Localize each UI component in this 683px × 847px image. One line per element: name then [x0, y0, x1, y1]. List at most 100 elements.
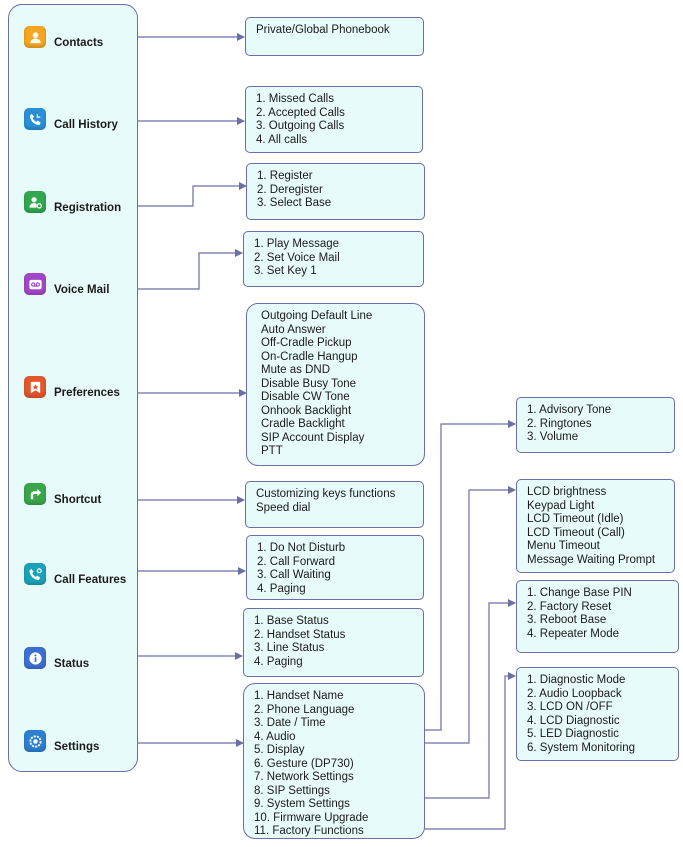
submenu-option: 1. Handset Name: [254, 690, 344, 702]
connector-audio: [425, 420, 516, 731]
submenu-option: 2. Audio Loopback: [527, 687, 622, 700]
menu-label: Call Features: [54, 574, 127, 586]
settings-icon: [24, 730, 46, 752]
submenu-option: On-Cradle Hangup: [261, 350, 358, 363]
submenu-option: 8. SIP Settings: [254, 784, 330, 797]
submenu-option: 2. Phone Language: [254, 703, 355, 716]
submenu-option: 4. Audio: [254, 730, 296, 743]
connector-registration: [138, 182, 247, 207]
submenu-option: 1. Diagnostic Mode: [527, 674, 626, 686]
submenu-option: 7. Network Settings: [254, 771, 354, 783]
menu-item-call-features[interactable]: Call Features: [24, 559, 126, 589]
submenu-option: Speed dial: [256, 501, 311, 514]
submenu-option: 9. System Settings: [254, 798, 350, 810]
submenu-option: 1. Play Message: [254, 238, 340, 250]
submenu-option: Auto Answer: [261, 323, 326, 336]
menu-item-shortcut[interactable]: Shortcut: [24, 479, 101, 509]
submenu-option: LCD Timeout (Idle): [527, 513, 624, 525]
submenu-option: 3. Set Key 1: [254, 265, 317, 277]
submenu-option: Customizing keys functions: [256, 488, 396, 500]
submenu-option: 6. System Monitoring: [527, 741, 636, 754]
contacts-submenu-box: Private/Global Phonebook: [245, 17, 424, 56]
menu-item-preferences[interactable]: Preferences: [24, 372, 120, 402]
submenu-option: 3. Line Status: [254, 642, 325, 654]
menu-label: Preferences: [54, 387, 120, 399]
submenu-option: 1. Change Base PIN: [527, 587, 632, 599]
submenu-option: 4. Paging: [257, 582, 306, 595]
submenu-option: 1. Missed Calls: [256, 93, 334, 105]
submenu-option: 2. Call Forward: [257, 555, 335, 568]
submenu-option: 3. Reboot Base: [527, 614, 607, 626]
submenu-option: 6. Gesture (DP730): [254, 757, 354, 770]
submenu-option: 3. Select Base: [257, 197, 332, 209]
submenu-option: 2. Factory Reset: [527, 600, 612, 613]
submenu-option: Outgoing Default Line: [261, 310, 373, 322]
submenu-option: 10. Firmware Upgrade: [254, 811, 369, 824]
submenu-option: 3. Outgoing Calls: [256, 120, 345, 132]
menu-label: Contacts: [54, 37, 104, 49]
connector-display: [425, 486, 516, 744]
voicemail-icon: [24, 273, 46, 295]
submenu-option: Mute as DND: [261, 364, 331, 376]
menu-item-settings[interactable]: Settings: [24, 726, 99, 756]
menu-item-status[interactable]: Status: [24, 643, 89, 673]
menu-item-call-history[interactable]: Call History: [24, 104, 118, 134]
menu-label: Voice Mail: [54, 284, 110, 296]
submenu-option: 4. Repeater Mode: [527, 627, 620, 640]
submenu-option: 2. Deregister: [257, 183, 323, 196]
submenu-option: Disable CW Tone: [261, 391, 350, 403]
submenu-option: Disable Busy Tone: [261, 377, 357, 390]
submenu-option: Keypad Light: [527, 499, 595, 512]
submenu-option: PTT: [261, 445, 283, 457]
submenu-option: 4. LCD Diagnostic: [527, 714, 620, 727]
call-features-icon: [24, 563, 46, 585]
registration-icon: [24, 191, 46, 213]
menu-item-voice-mail[interactable]: Voice Mail: [24, 269, 109, 299]
submenu-option: 2. Handset Status: [254, 628, 346, 641]
submenu-option: 5. Display: [254, 744, 305, 756]
submenu-option: LCD brightness: [527, 486, 607, 498]
submenu-option: Private/Global Phonebook: [256, 24, 390, 36]
submenu-option: 11. Factory Functions: [254, 825, 364, 837]
connector-voice-mail: [138, 249, 243, 290]
submenu-option: 1. Base Status: [254, 615, 329, 627]
submenu-option: Menu Timeout: [527, 540, 600, 552]
submenu-option: 1. Do Not Disturb: [257, 542, 346, 554]
submenu-option: Onhook Backlight: [261, 404, 352, 417]
submenu-option: Cradle Backlight: [261, 418, 345, 430]
submenu-option: 3. LCD ON /OFF: [527, 701, 613, 713]
submenu-option: SIP Account Display: [261, 431, 365, 444]
preferences-icon: [24, 376, 46, 398]
submenu-option: 3. Call Waiting: [257, 569, 331, 581]
submenu-option: 1. Advisory Tone: [527, 404, 612, 416]
submenu-option: 3. Date / Time: [254, 717, 326, 729]
menu-label: Shortcut: [54, 494, 102, 506]
call-history-icon: [24, 108, 46, 130]
connector-factory-functions: [425, 672, 516, 830]
menu-label: Settings: [54, 741, 100, 753]
submenu-option: 3. Volume: [527, 431, 579, 443]
submenu-option: 2. Accepted Calls: [256, 106, 345, 119]
menu-label: Registration: [54, 202, 122, 214]
submenu-option: Off-Cradle Pickup: [261, 337, 352, 349]
menu-item-registration[interactable]: Registration: [24, 187, 121, 217]
submenu-option: 2. Set Voice Mail: [254, 251, 340, 264]
menu-item-contacts[interactable]: Contacts: [24, 22, 103, 52]
submenu-option: 4. Paging: [254, 655, 303, 668]
connector-system-settings: [425, 599, 516, 799]
submenu-option: 5. LED Diagnostic: [527, 728, 620, 740]
menu-label: Call History: [54, 119, 118, 131]
menu-label: Status: [54, 658, 90, 670]
contacts-icon: [24, 26, 46, 48]
submenu-option: Message Waiting Prompt: [527, 553, 656, 566]
